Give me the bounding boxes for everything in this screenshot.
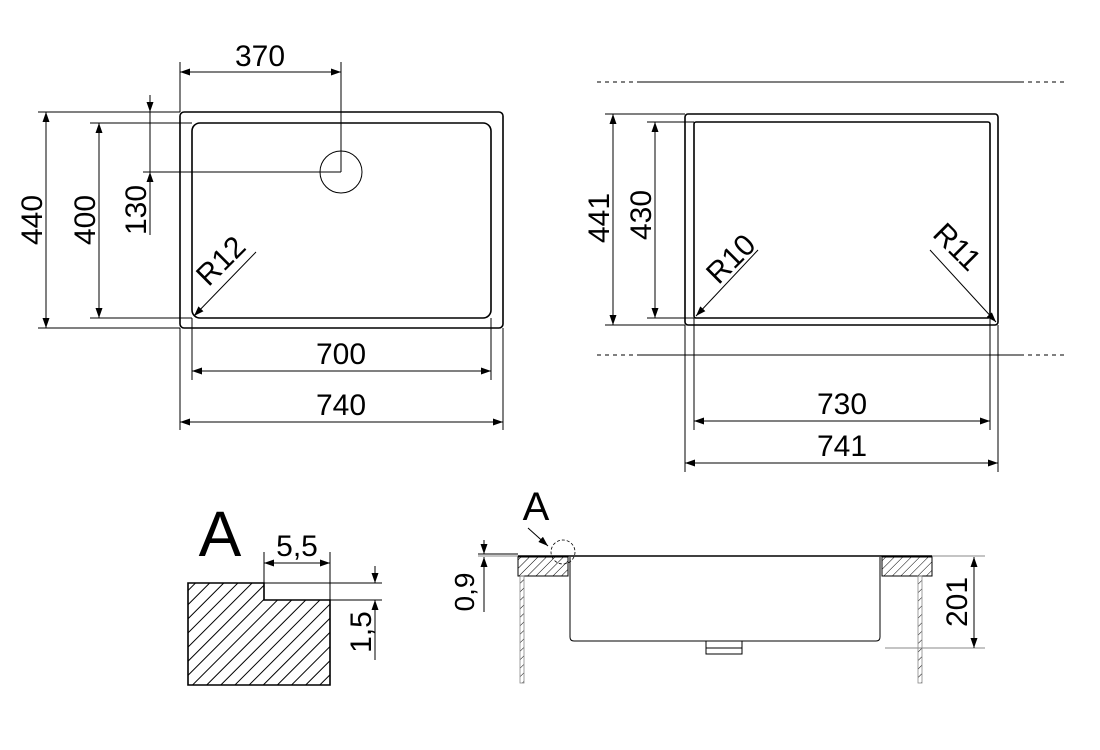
cutout-inner-outline xyxy=(693,121,991,319)
detail-a: A 5,5 1,5 xyxy=(187,498,382,686)
dim-drain-x: 370 xyxy=(235,40,285,73)
detail-a-section xyxy=(187,582,331,686)
dim-drain-y: 130 xyxy=(120,185,153,235)
cutout-dim-height-outer: 441 xyxy=(583,193,616,243)
cabinet-wall-left xyxy=(519,575,525,684)
section-dim-thickness: 0,9 xyxy=(449,573,480,612)
dim-width-inner: 700 xyxy=(316,338,366,371)
cutout-radius-left: R10 xyxy=(700,228,762,290)
drain-outlet xyxy=(705,647,743,655)
dim-width-outer: 740 xyxy=(316,389,366,422)
cutout-dim-width-outer: 741 xyxy=(817,430,867,463)
cutout-view: 441 430 R10 R11 730 741 xyxy=(583,81,1068,472)
detail-a-label: A xyxy=(199,498,242,570)
section-detail-label: A xyxy=(523,485,550,529)
radius-label: R12 xyxy=(190,230,252,292)
cutout-dim-height-inner: 430 xyxy=(625,190,658,240)
dim-height-outer: 440 xyxy=(16,195,49,245)
cutout-dim-width-inner: 730 xyxy=(817,388,867,421)
detail-a-marker xyxy=(550,539,576,565)
sink-top-view: 370 440 400 130 R12 700 740 xyxy=(16,40,504,430)
detail-a-dim-width: 5,5 xyxy=(276,530,318,563)
cutout-outer-outline xyxy=(684,113,999,326)
worktop-right xyxy=(881,556,933,577)
section-dim-depth: 201 xyxy=(941,577,974,627)
cutout-radius-right: R11 xyxy=(926,217,987,278)
section-view: A 0,9 201 xyxy=(449,485,985,684)
sink-bowl-section xyxy=(569,557,881,642)
cabinet-wall-right xyxy=(917,575,923,684)
detail-a-dim-height: 1,5 xyxy=(345,611,378,653)
dim-height-inner: 400 xyxy=(69,195,102,245)
worktop-left xyxy=(517,556,569,577)
